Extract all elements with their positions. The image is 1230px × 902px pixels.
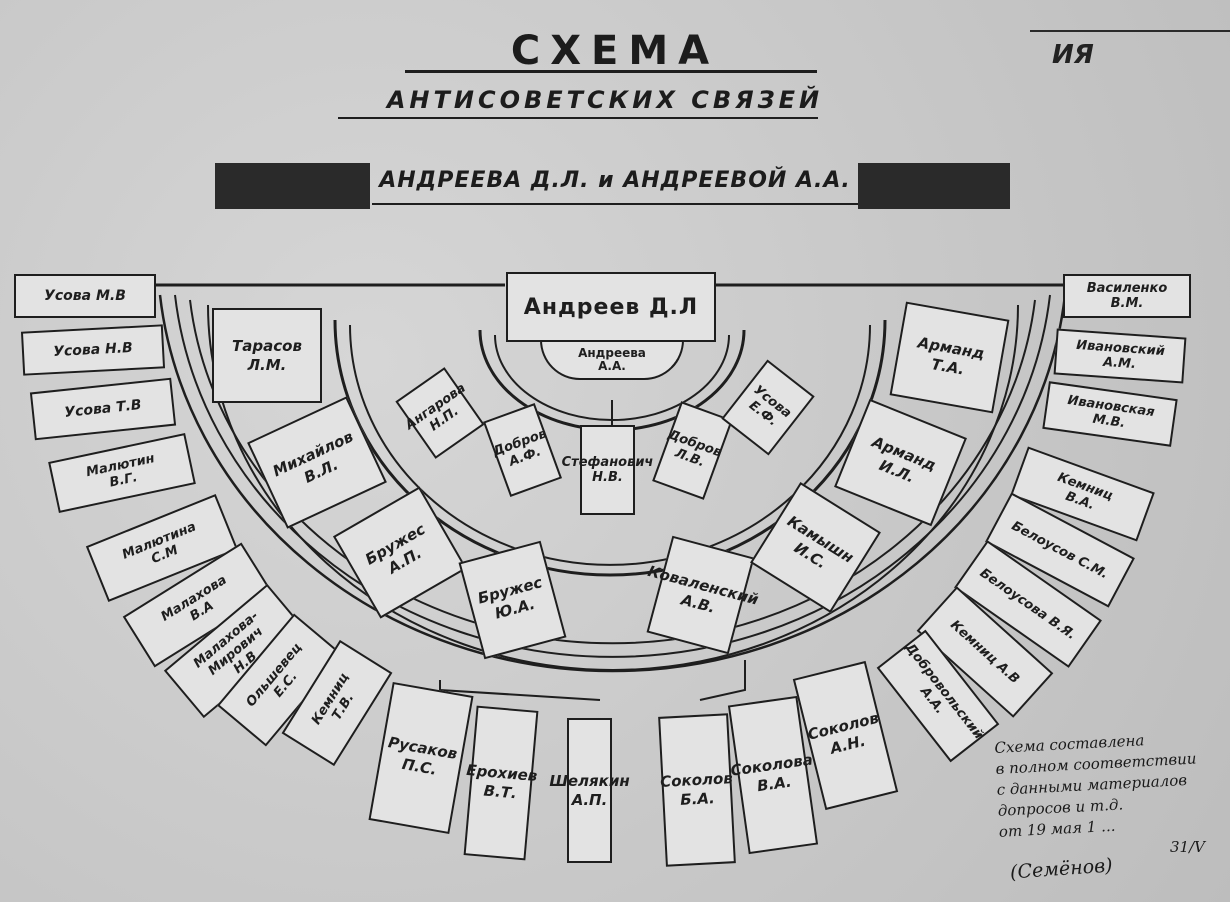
page-title: СХЕМА	[510, 28, 720, 74]
spouse-box: Андреева А.А.	[540, 340, 684, 380]
outer-arc-1	[158, 294, 1067, 673]
right-outer-box: Ивановский А.М.	[1053, 328, 1187, 384]
banner-bar-right	[858, 163, 1010, 209]
bottom-left-box: Шелякин А.П.	[549, 718, 630, 863]
middle-arc-2	[349, 324, 871, 566]
handwritten-note: Схема составлена в полном соответствии с…	[994, 731, 1197, 841]
bottom-right-box: Соколов Б.А.	[658, 713, 736, 867]
right-outer-box: Василенко В.М.	[1063, 274, 1191, 318]
root-person-box: Андреев Д.Л	[506, 272, 716, 342]
left-outer-box: Усова Н.В	[20, 324, 166, 376]
page-subtitle: АНТИСОВЕТСКИХ СВЯЗЕЙ	[386, 86, 824, 114]
banner-heading: АНДРЕЕВА Д.Л. и АНДРЕЕВОЙ А.А.	[379, 168, 851, 193]
connector-bottom-right	[699, 660, 746, 701]
banner-bar-left	[215, 163, 370, 209]
corner-handwritten-mark: ИЯ	[1052, 40, 1094, 70]
middle-ring-box: Тарасов Л.М.	[212, 308, 322, 403]
title-underline	[405, 70, 817, 73]
signature-date: 31/V	[1170, 838, 1205, 856]
corner-rule	[1030, 30, 1230, 32]
banner-underline	[372, 203, 858, 205]
outer-arc-2	[174, 294, 1051, 658]
subtitle-underline	[338, 117, 818, 119]
outer-arc-3	[189, 299, 1036, 645]
middle-ring-box: Арманд Т.А.	[889, 301, 1010, 414]
bottom-left-box: Ерохиев В.Т.	[463, 705, 539, 861]
left-outer-box: Усова М.В	[14, 274, 156, 318]
inner-ring-box: Стефанович Н.В.	[562, 425, 653, 515]
outer-arc-4	[207, 304, 1019, 671]
